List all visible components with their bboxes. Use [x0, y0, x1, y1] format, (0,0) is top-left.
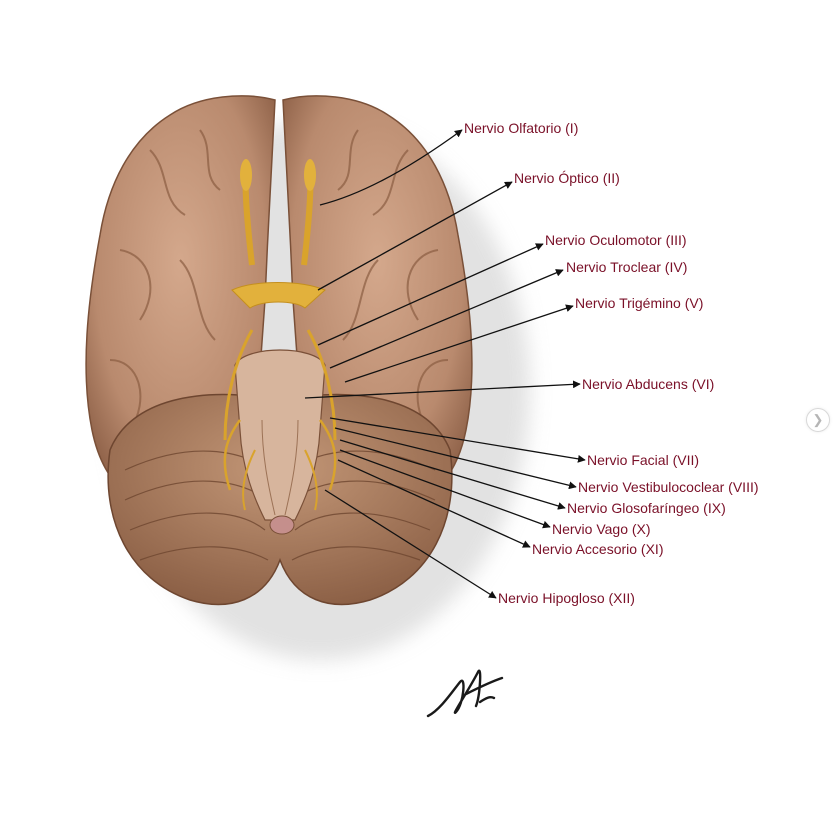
label-facial: Nervio Facial (VII): [587, 452, 699, 468]
carousel-next-button[interactable]: ❯: [806, 408, 830, 432]
chevron-right-icon: ❯: [812, 412, 824, 427]
leader-lines: [304, 129, 586, 599]
label-hipogloso: Nervio Hipogloso (XII): [498, 590, 635, 606]
label-glosofaringeo: Nervio Glosofaríngeo (IX): [567, 500, 726, 516]
label-abducens: Nervio Abducens (VI): [582, 376, 714, 392]
label-olfatorio: Nervio Olfatorio (I): [464, 120, 578, 136]
label-trigemino: Nervio Trigémino (V): [575, 295, 703, 311]
cranial-nerves: [223, 159, 337, 511]
nerve-labels: Nervio Olfatorio (I) Nervio Óptico (II) …: [464, 120, 759, 606]
label-vestibulococlear: Nervio Vestibulococlear (VIII): [578, 479, 759, 495]
label-vago: Nervio Vago (X): [552, 521, 651, 537]
label-troclear: Nervio Troclear (IV): [566, 259, 687, 275]
label-accesorio: Nervio Accesorio (XI): [532, 541, 663, 557]
artist-signature: [426, 669, 504, 718]
label-oculomotor: Nervio Oculomotor (III): [545, 232, 687, 248]
brainstem: [234, 349, 326, 535]
label-optico: Nervio Óptico (II): [514, 170, 620, 186]
